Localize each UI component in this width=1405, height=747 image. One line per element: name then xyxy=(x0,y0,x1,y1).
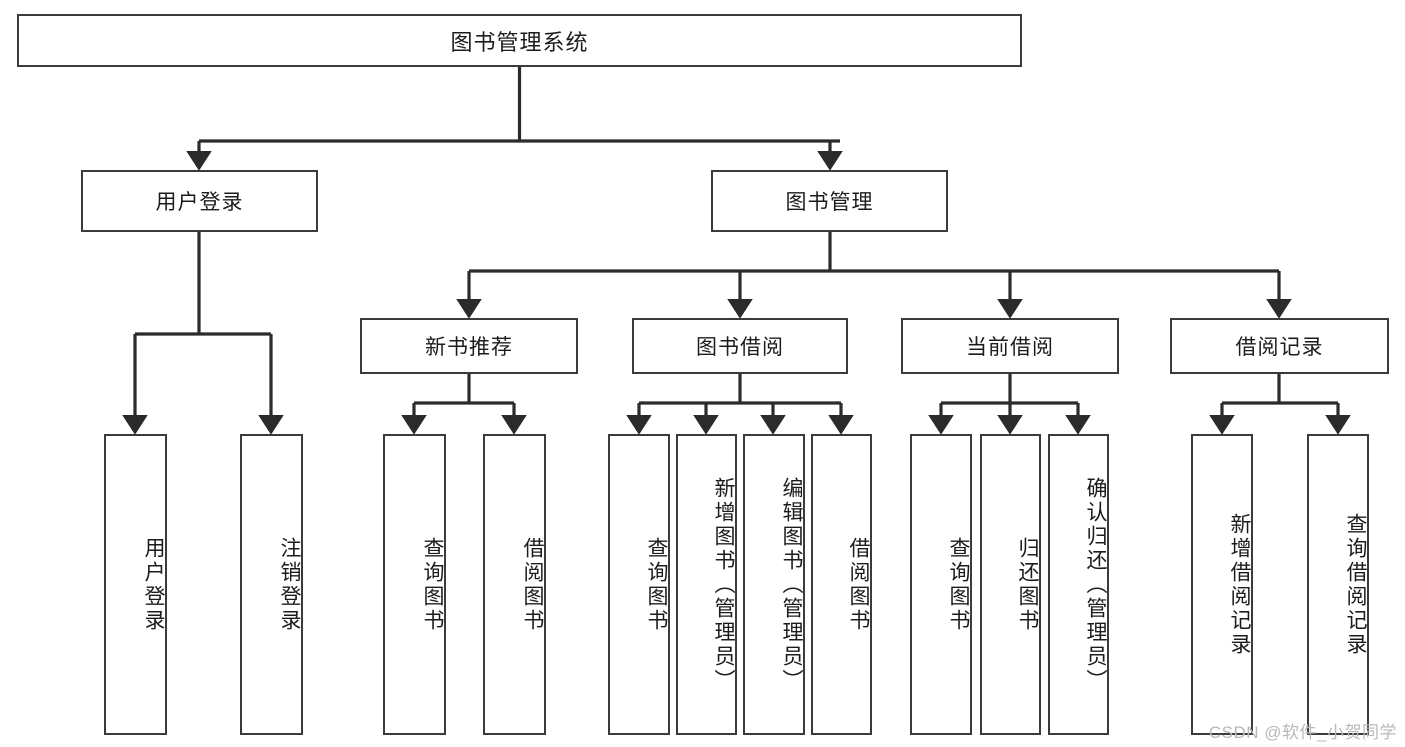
leaf-borrow-book-recommend-label: 借阅图书 xyxy=(521,536,544,633)
node-root-label: 图书管理系统 xyxy=(450,29,589,55)
node-book-management[interactable]: 图书管理 xyxy=(711,170,948,232)
leaf-query-book-borrow-label: 查询图书 xyxy=(645,536,668,633)
leaf-query-book-recommend[interactable]: 查询图书 xyxy=(383,434,446,735)
leaf-return-book[interactable]: 归还图书 xyxy=(980,434,1041,735)
node-user-login-label: 用户登录 xyxy=(155,191,244,214)
leaf-edit-book-admin-label: 编辑图书（管理员） xyxy=(780,476,803,693)
leaf-query-book-recommend-label: 查询图书 xyxy=(421,536,444,633)
leaf-query-borrow-record-label: 查询借阅记录 xyxy=(1344,512,1367,657)
leaf-add-book-admin[interactable]: 新增图书（管理员） xyxy=(676,434,737,735)
node-book-borrow-label: 图书借阅 xyxy=(696,336,784,359)
leaf-borrow-book[interactable]: 借阅图书 xyxy=(811,434,872,735)
leaf-logout-label: 注销登录 xyxy=(278,536,301,633)
node-new-book-recommend-label: 新书推荐 xyxy=(425,336,513,359)
leaf-query-book-current-label: 查询图书 xyxy=(947,536,970,633)
leaf-user-login-label: 用户登录 xyxy=(142,536,165,633)
leaf-user-login[interactable]: 用户登录 xyxy=(104,434,167,735)
leaf-add-borrow-record-label: 新增借阅记录 xyxy=(1228,512,1251,657)
node-root[interactable]: 图书管理系统 xyxy=(17,14,1022,67)
node-user-login[interactable]: 用户登录 xyxy=(81,170,318,232)
leaf-query-borrow-record[interactable]: 查询借阅记录 xyxy=(1307,434,1369,735)
leaf-query-book-borrow[interactable]: 查询图书 xyxy=(608,434,670,735)
node-book-borrow[interactable]: 图书借阅 xyxy=(632,318,848,374)
leaf-return-book-label: 归还图书 xyxy=(1016,536,1039,633)
leaf-edit-book-admin[interactable]: 编辑图书（管理员） xyxy=(743,434,805,735)
leaf-add-book-admin-label: 新增图书（管理员） xyxy=(712,476,735,693)
leaf-add-borrow-record[interactable]: 新增借阅记录 xyxy=(1191,434,1253,735)
node-borrow-records-label: 借阅记录 xyxy=(1235,336,1324,359)
leaf-confirm-return-admin[interactable]: 确认归还（管理员） xyxy=(1048,434,1109,735)
node-new-book-recommend[interactable]: 新书推荐 xyxy=(360,318,578,374)
leaf-borrow-book-recommend[interactable]: 借阅图书 xyxy=(483,434,546,735)
leaf-borrow-book-label: 借阅图书 xyxy=(847,536,870,633)
leaf-confirm-return-admin-label: 确认归还（管理员） xyxy=(1084,476,1107,693)
node-current-borrow-label: 当前借阅 xyxy=(966,336,1054,359)
node-book-management-label: 图书管理 xyxy=(785,191,874,214)
leaf-query-book-current[interactable]: 查询图书 xyxy=(910,434,972,735)
node-current-borrow[interactable]: 当前借阅 xyxy=(901,318,1119,374)
node-borrow-records[interactable]: 借阅记录 xyxy=(1170,318,1389,374)
leaf-logout[interactable]: 注销登录 xyxy=(240,434,303,735)
